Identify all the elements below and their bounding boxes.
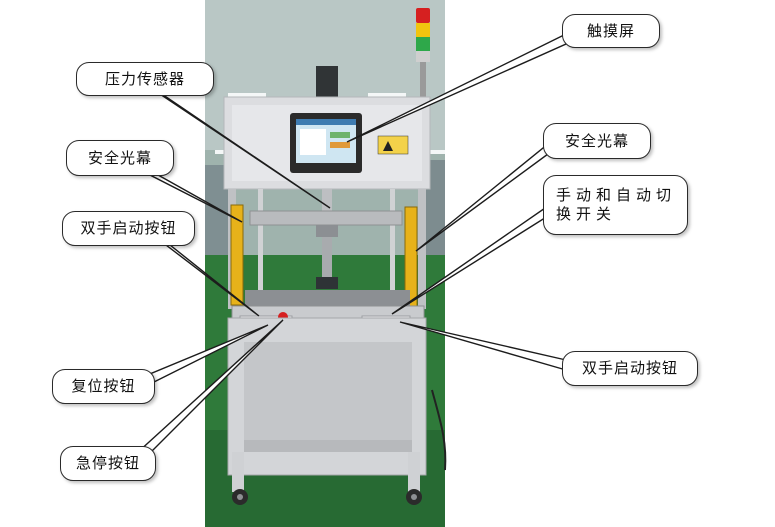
press-tool <box>316 277 338 289</box>
touchscreen-chart <box>300 129 326 155</box>
caster-left-hub <box>237 494 243 500</box>
pressure-sensor <box>316 225 338 237</box>
label-emergency-stop: 急停按钮 <box>75 454 140 472</box>
touchscreen-button <box>330 142 350 148</box>
callout-safety-curtain-right: 安全光幕 <box>543 123 651 159</box>
warning-triangle <box>383 141 393 151</box>
guide-rod <box>258 189 263 309</box>
cable <box>431 389 447 471</box>
warning-sticker <box>377 135 409 155</box>
leg-right <box>408 452 420 492</box>
label-pressure-sensor: 压力传感器 <box>104 69 185 88</box>
label-mode-switch-line1: 手动和自动切 <box>556 186 677 204</box>
tower-light-red <box>416 8 430 23</box>
callout-pressure-sensor: 压力传感器 <box>76 62 214 96</box>
tower-light-yellow <box>416 23 430 37</box>
callout-touchscreen: 触摸屏 <box>562 14 660 48</box>
cylinder-rod <box>322 189 332 211</box>
callout-safety-curtain-left: 安全光幕 <box>66 140 174 176</box>
touchscreen-bar <box>296 119 356 125</box>
label-safety-curtain-left: 安全光幕 <box>87 148 152 167</box>
tower-light-base <box>416 51 430 62</box>
leg-left <box>232 452 244 492</box>
label-touchscreen: 触摸屏 <box>586 21 635 40</box>
tower-light-green <box>416 37 430 51</box>
callout-two-hand-button-right: 双手启动按钮 <box>562 351 698 386</box>
ceiling-light <box>430 150 445 154</box>
callout-emergency-stop: 急停按钮 <box>60 446 156 481</box>
label-safety-curtain-right: 安全光幕 <box>564 131 629 150</box>
touchscreen-button <box>330 132 350 138</box>
callout-two-hand-button-left: 双手启动按钮 <box>62 211 195 246</box>
light-curtain-left <box>230 204 244 306</box>
callout-mode-switch: 手动和自动切 换开关 <box>543 175 688 235</box>
label-two-hand-button-left: 双手启动按钮 <box>80 219 177 237</box>
label-reset-button: 复位按钮 <box>71 377 136 395</box>
cabinet-opening <box>244 342 412 440</box>
cylinder-top <box>316 66 338 98</box>
cabinet-shelf <box>244 440 412 452</box>
work-table-shadow <box>245 290 410 308</box>
label-mode-switch-line2: 换开关 <box>556 205 617 223</box>
press-shaft <box>322 237 332 277</box>
callout-reset-button: 复位按钮 <box>52 369 155 404</box>
column-right <box>418 189 426 309</box>
label-two-hand-button-right: 双手启动按钮 <box>581 359 678 377</box>
caster-right-hub <box>411 494 417 500</box>
moving-plate <box>249 210 403 226</box>
